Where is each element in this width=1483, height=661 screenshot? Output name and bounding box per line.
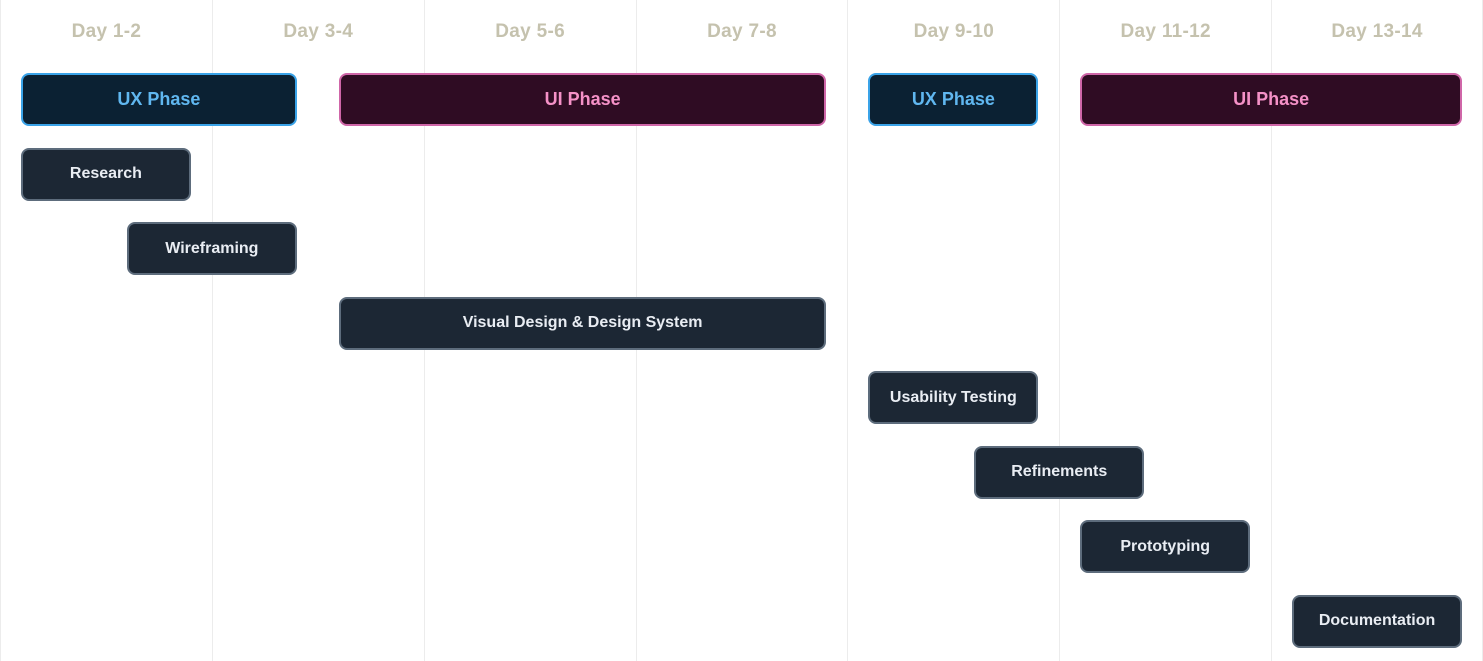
day-column-header: Day 13-14	[1331, 21, 1423, 42]
task-bar[interactable]: Research	[21, 147, 191, 201]
day-column: Day 9-10	[847, 0, 1059, 661]
phase-bar-ui[interactable]: UI Phase	[338, 73, 827, 126]
day-column-header: Day 11-12	[1120, 21, 1211, 42]
day-column: Day 3-4	[211, 0, 424, 661]
task-bar[interactable]: Visual Design & Design System	[338, 296, 827, 350]
day-column-header: Day 3-4	[283, 21, 354, 42]
day-column-header: Day 9-10	[913, 21, 995, 42]
task-bar[interactable]: Documentation	[1292, 594, 1462, 648]
task-bar[interactable]: Usability Testing	[868, 371, 1039, 424]
phase-bar-ux[interactable]: UX Phase	[868, 73, 1039, 126]
day-column-header: Day 5-6	[495, 21, 565, 42]
phase-bar-ux[interactable]: UX Phase	[21, 73, 297, 126]
day-column: Day 11-12	[1059, 0, 1271, 661]
task-bar[interactable]: Prototyping	[1080, 520, 1251, 573]
day-column-header: Day 7-8	[707, 21, 777, 42]
day-column: Day 1-2	[0, 0, 212, 661]
day-column: Day 13-14	[1271, 0, 1483, 661]
day-column-header: Day 1-2	[71, 21, 142, 42]
task-bar[interactable]: Refinements	[974, 445, 1145, 499]
task-bar[interactable]: Wireframing	[126, 222, 297, 275]
phase-bar-ui[interactable]: UI Phase	[1080, 73, 1462, 126]
